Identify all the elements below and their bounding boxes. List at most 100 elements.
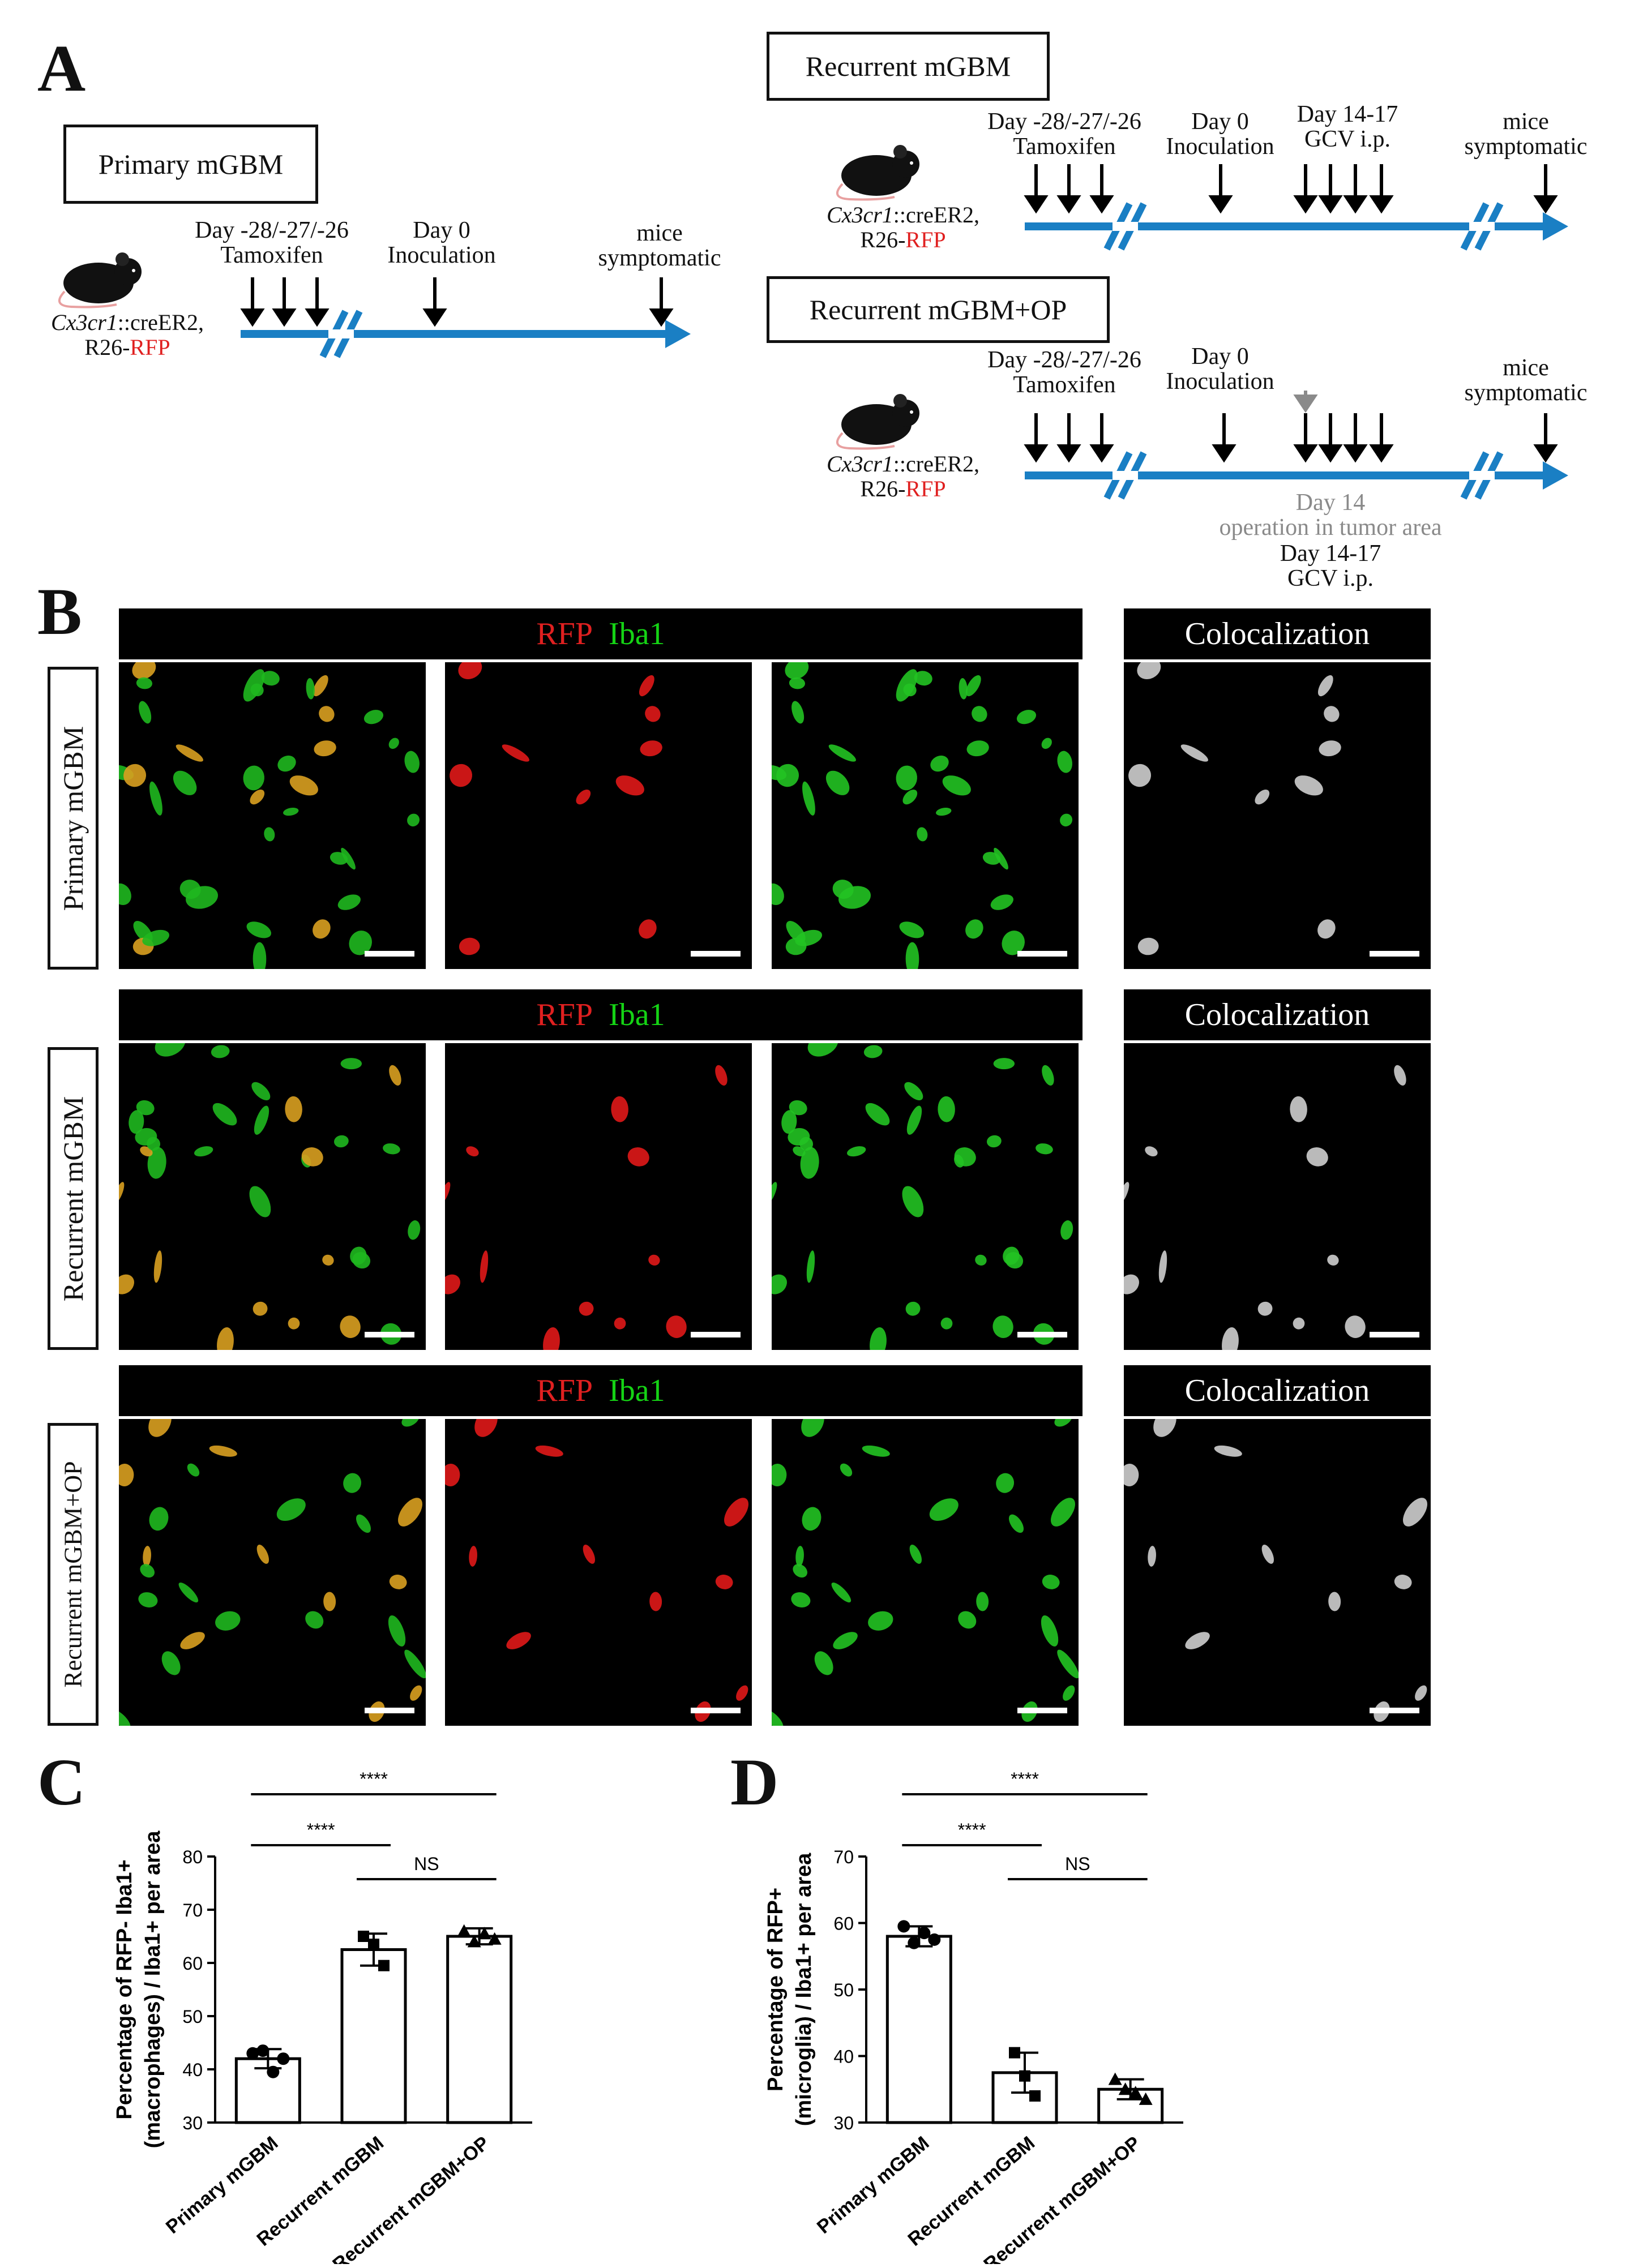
- data-point: [358, 1931, 369, 1942]
- significance-label: ****: [307, 1820, 335, 1840]
- data-point: [256, 2044, 269, 2057]
- y-tick-label: 80: [182, 1847, 203, 1867]
- bar-1: [340, 1948, 407, 2124]
- data-point: [1128, 2086, 1143, 2099]
- scale-bar: [1017, 951, 1067, 957]
- recurrent-mouse-icon: [836, 145, 919, 201]
- rfp-iba1-header-row2: RFP Iba1: [119, 989, 1083, 1040]
- scale-bar: [365, 1708, 414, 1713]
- y-tick-label: 70: [182, 1900, 203, 1920]
- significance-label: NS: [414, 1854, 439, 1874]
- data-point: [477, 1927, 491, 1940]
- scale-bar: [1370, 951, 1419, 957]
- micrograph-row2-green: [772, 1043, 1079, 1350]
- rfp-iba1-header-row1: RFP Iba1: [119, 608, 1083, 659]
- y-axis-label: Percentage of RFP- Iba1+(macrophages) / …: [113, 1830, 165, 2149]
- data-point: [1118, 2082, 1132, 2095]
- row-label-recurrent: Recurrent mGBM: [48, 1047, 99, 1350]
- micrograph-row1-green: [772, 662, 1079, 969]
- colocalization-header-row1: Colocalization: [1124, 608, 1431, 659]
- recurrent-mouse-label: Cx3cr1::creER2, R26-RFP: [827, 202, 979, 252]
- y-tick-label: 30: [182, 2113, 203, 2133]
- y-axis-label-line2: (macrophages) / Iba1+ per area: [141, 1830, 165, 2149]
- scale-bar: [1017, 1708, 1067, 1713]
- data-point: [1019, 2070, 1030, 2082]
- micrograph-row2-merge: [119, 1043, 426, 1350]
- y-tick-label: 50: [182, 2007, 203, 2027]
- data-point: [908, 1936, 921, 1949]
- micrograph-row2-coloc: [1124, 1043, 1431, 1350]
- micrograph-row1-coloc: [1124, 662, 1431, 969]
- y-axis-label: Percentage of RFP+(microglia) / Iba1+ pe…: [764, 1853, 816, 2126]
- primary-timeline-title: Primary mGBM: [63, 125, 318, 204]
- micrograph-row2-red: [445, 1043, 752, 1350]
- micrograph-row3-coloc: [1124, 1419, 1431, 1726]
- colocalization-header-row3: Colocalization: [1124, 1365, 1431, 1416]
- scale-bar: [1370, 1332, 1419, 1337]
- bar-2: [446, 1935, 513, 2124]
- primary-timeline-arrow: [240, 277, 691, 358]
- data-point: [267, 2065, 280, 2078]
- y-tick-label: 30: [833, 2113, 854, 2133]
- panel-letter-c: C: [37, 1745, 86, 1819]
- y-tick-label: 60: [833, 1914, 854, 1934]
- y-axis-label-line2: (microglia) / Iba1+ per area: [792, 1853, 816, 2126]
- micrograph-row3-green: [772, 1419, 1079, 1726]
- panel-letter-a: A: [37, 31, 86, 105]
- scale-bar: [1370, 1708, 1419, 1713]
- data-point: [897, 1920, 910, 1933]
- y-tick-label: 60: [182, 1953, 203, 1974]
- micrograph-row3-red: [445, 1419, 752, 1726]
- significance-label: ****: [360, 1769, 388, 1789]
- scale-bar: [1017, 1332, 1067, 1337]
- data-point: [368, 1939, 379, 1950]
- y-tick-label: 40: [833, 2047, 854, 2067]
- data-point: [1029, 2090, 1041, 2102]
- data-point: [467, 1935, 481, 1948]
- rfp-iba1-header-row3: RFP Iba1: [119, 1365, 1083, 1416]
- data-point: [1139, 2092, 1153, 2105]
- scale-bar: [691, 1708, 741, 1713]
- y-tick-label: 40: [182, 2060, 203, 2080]
- data-point: [918, 1927, 931, 1940]
- category-label: Primary mGBM: [813, 2132, 934, 2238]
- y-axis-label-line1: Percentage of RFP- Iba1+: [113, 1859, 136, 2119]
- panel-letter-b: B: [37, 574, 82, 649]
- data-point: [457, 1924, 471, 1937]
- data-point: [928, 1933, 941, 1946]
- scale-bar: [691, 951, 741, 957]
- row-label-primary: Primary mGBM: [48, 667, 99, 970]
- data-point: [1108, 2072, 1122, 2085]
- significance-label: ****: [958, 1820, 986, 1840]
- data-point: [277, 2052, 290, 2065]
- y-tick-label: 50: [833, 1980, 854, 2000]
- y-axis-label-line1: Percentage of RFP+: [764, 1888, 788, 2091]
- micrograph-row3-merge: [119, 1419, 426, 1726]
- data-point: [378, 1960, 390, 1971]
- data-point: [487, 1932, 502, 1945]
- primary-mouse-icon: [58, 252, 142, 308]
- recurrent-op-timeline-title: Recurrent mGBM+OP: [767, 276, 1110, 343]
- recurrent-op-timeline-arrow: [1024, 391, 1568, 500]
- y-tick-label: 70: [833, 1847, 854, 1867]
- scale-bar: [365, 1332, 414, 1337]
- bar-0: [885, 1935, 952, 2124]
- category-label: Primary mGBM: [162, 2132, 283, 2238]
- primary-mouse-label: Cx3cr1::creER2, R26-RFP: [51, 310, 204, 360]
- recurrent-op-mouse-label: Cx3cr1::creER2, R26-RFP: [827, 451, 979, 501]
- row-label-recurrent-op: Recurrent mGBM+OP: [48, 1423, 99, 1726]
- scale-bar: [691, 1332, 741, 1337]
